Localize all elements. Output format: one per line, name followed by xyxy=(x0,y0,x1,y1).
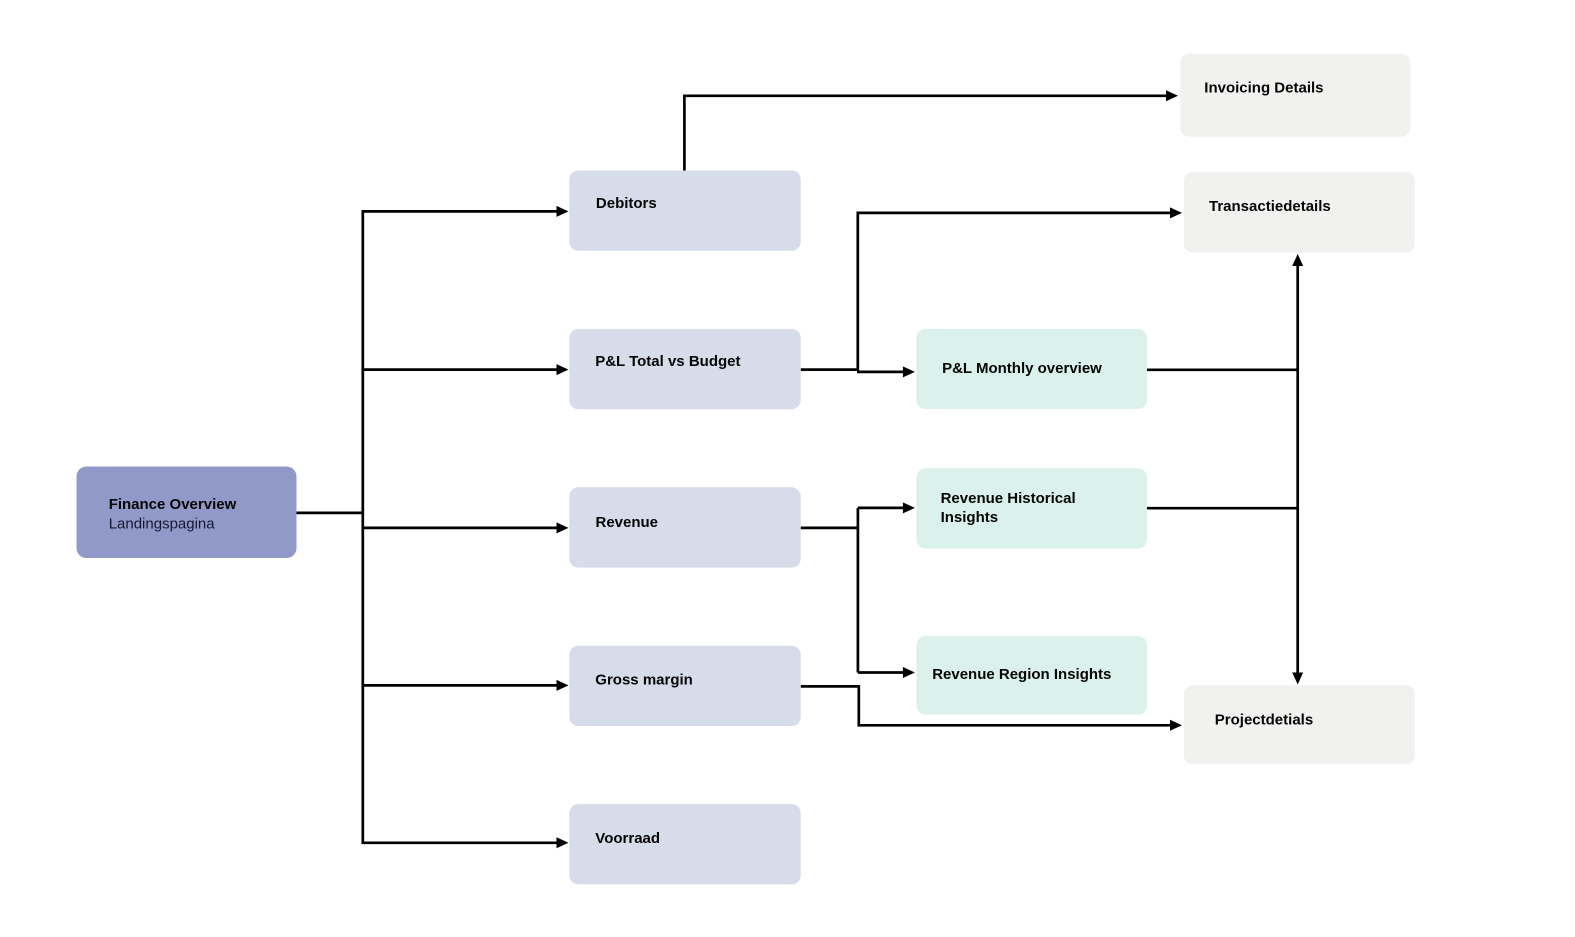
svg-text:Voorraad: Voorraad xyxy=(595,830,660,847)
svg-text:Invoicing Details: Invoicing Details xyxy=(1204,80,1323,97)
svg-text:Transactiedetails: Transactiedetails xyxy=(1209,198,1331,215)
svg-text:Landingspagina: Landingspagina xyxy=(109,516,216,533)
svg-text:P&L Total vs Budget: P&L Total vs Budget xyxy=(595,353,740,370)
svg-text:Gross margin: Gross margin xyxy=(595,672,693,689)
svg-text:P&L Monthly overview: P&L Monthly overview xyxy=(942,360,1102,377)
svg-text:Projectdetials: Projectdetials xyxy=(1215,711,1313,728)
svg-text:Debitors: Debitors xyxy=(596,195,657,212)
svg-text:Insights: Insights xyxy=(941,509,999,526)
svg-text:Revenue Historical: Revenue Historical xyxy=(941,490,1076,507)
svg-text:Finance Overview: Finance Overview xyxy=(109,496,237,513)
svg-text:Revenue: Revenue xyxy=(596,514,659,531)
svg-text:Revenue Region Insights: Revenue Region Insights xyxy=(932,666,1111,683)
